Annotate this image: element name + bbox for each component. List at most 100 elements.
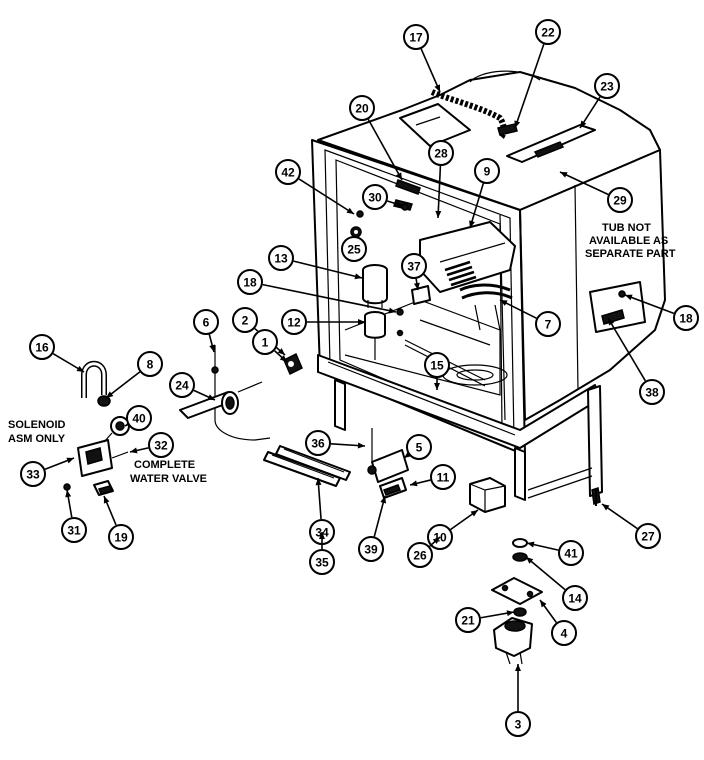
callout-number: 6 [203,316,210,330]
callout-11: 11 [430,464,456,490]
note-tub-line-1: TUB NOT [602,222,651,234]
callout-circle [252,329,278,355]
callout-arrowhead-16 [76,365,84,372]
callout-circle [635,523,661,549]
callout-number: 32 [154,439,168,453]
callout-circle [362,184,388,210]
callout-arrowhead-31 [65,490,72,498]
callout-number: 5 [416,441,423,455]
callout-number: 29 [613,194,627,208]
callout-17: 17 [403,24,429,50]
callout-arrowhead-15 [434,383,440,390]
callout-7: 7 [535,311,561,337]
callout-31: 31 [61,517,87,543]
callout-arrowhead-1 [279,355,287,362]
callout-arrowhead-13 [354,273,362,280]
note-solenoid: SOLENOID ASM ONLY [8,419,66,445]
callout-arrowhead-33 [66,457,74,464]
callout-arrowhead-21 [506,610,514,617]
callout-38: 38 [639,379,665,405]
note-water-valve: COMPLETE WATER VALVE [130,459,207,485]
callout-37: 37 [401,253,427,279]
drain-pump [493,617,533,665]
callout-circle [29,334,55,360]
valve-bracket [93,480,114,496]
callout-19: 19 [108,524,134,550]
callout-circle [126,405,152,431]
switch-bracket [396,285,431,337]
callout-arrowhead-39 [380,496,387,504]
callout-25: 25 [341,236,367,262]
callout-circle [535,19,561,45]
callout-number: 14 [568,592,582,606]
callout-number: 21 [461,614,475,628]
callout-circle [281,309,307,335]
callout-13: 13 [268,245,294,271]
door-lock [283,352,303,376]
callout-39: 39 [358,536,384,562]
callout-arrowhead-4 [540,600,547,608]
callout-number: 18 [243,276,257,290]
callout-5: 5 [406,434,432,460]
callout-18: 18 [673,305,699,331]
note-tub-line-2: AVAILABLE AS [589,235,668,247]
callout-leader-18 [624,294,675,315]
callout-number: 39 [364,543,378,557]
callout-27: 27 [635,523,661,549]
note-valve-line-1: COMPLETE [134,459,195,471]
callout-number: 16 [35,341,49,355]
callout-number: 36 [311,437,325,451]
top-bracket [506,124,596,163]
callout-circle [275,159,301,185]
pump-mount [491,577,543,617]
spray-arm-assembly [404,319,491,387]
callout-number: 17 [409,31,423,45]
callout-arrowhead-35 [319,532,325,539]
callout-20: 20 [349,95,375,121]
callout-18: 18 [237,269,263,295]
toe-panel-grill [263,445,351,487]
screw-small [350,203,409,316]
callout-arrowhead-17 [434,84,440,92]
callout-number: 28 [434,147,448,161]
callout-24: 24 [169,372,195,398]
callout-arrowhead-3 [515,664,521,671]
callout-number: 37 [407,260,421,274]
callout-number: 25 [347,243,361,257]
leveling-leg [591,487,601,506]
callout-29: 29 [607,187,633,213]
vent-part [497,123,518,136]
note-tub-not-available: TUB NOT AVAILABLE AS SEPARATE PART [585,222,676,260]
callout-arrowhead-5 [404,451,412,458]
callout-circle [639,379,665,405]
callout-circle [349,95,375,121]
callout-leader-29 [559,171,609,196]
water-valve [63,416,130,491]
callout-number: 18 [679,312,693,326]
callout-circle [137,351,163,377]
callout-circle [562,585,588,611]
callout-number: 24 [175,379,189,393]
callout-number: 11 [437,471,450,485]
callout-circle [403,24,429,50]
callout-number: 41 [564,547,578,561]
float-bracket [379,477,407,499]
callout-40: 40 [126,405,152,431]
callout-leader-14 [525,556,566,591]
callout-circle [169,372,195,398]
callout-41: 41 [558,540,584,566]
callout-circle [108,524,134,550]
callout-32: 32 [148,432,174,458]
callout-arrowhead-38 [608,318,615,326]
fan-motor [362,264,388,308]
callout-arrowhead-37 [413,282,420,290]
callout-26: 26 [407,542,433,568]
callout-number: 8 [147,358,154,372]
callout-arrowhead-36 [357,442,365,449]
callout-number: 42 [281,166,295,180]
callout-number: 26 [413,549,427,563]
callout-12: 12 [281,309,307,335]
callout-leader-28 [437,165,442,219]
callout-4: 4 [551,620,577,646]
